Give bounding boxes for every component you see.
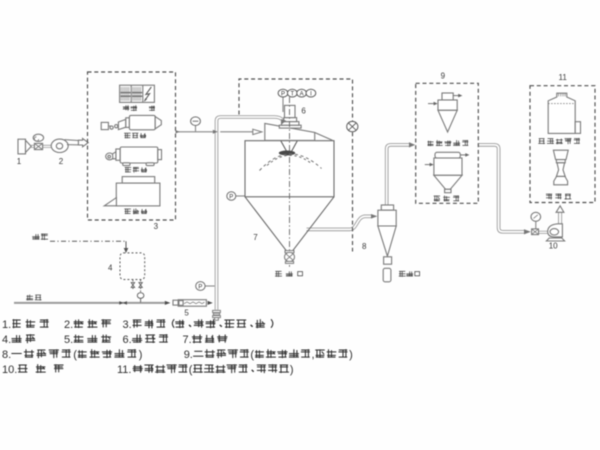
svg-text:): ) (139, 349, 143, 361)
svg-text:8: 8 (362, 242, 367, 251)
svg-text:(: ( (73, 349, 77, 361)
svg-text:10.: 10. (2, 364, 17, 376)
svg-text:1: 1 (17, 157, 22, 166)
svg-text:5.: 5. (64, 334, 73, 346)
svg-text:7.: 7. (183, 334, 192, 346)
svg-text:6: 6 (301, 107, 306, 116)
svg-text:10: 10 (549, 242, 558, 251)
svg-text:7: 7 (253, 233, 258, 242)
svg-text:A: A (300, 91, 304, 97)
svg-text:T: T (290, 91, 294, 97)
svg-text:2.: 2. (64, 319, 73, 331)
svg-text:3.: 3. (123, 319, 132, 331)
svg-text:4: 4 (108, 264, 113, 273)
svg-text:8.: 8. (2, 349, 11, 361)
svg-text:9.: 9. (184, 349, 193, 361)
svg-text:11: 11 (559, 73, 568, 82)
svg-text:P: P (229, 194, 233, 200)
svg-text:4.: 4. (2, 334, 11, 346)
svg-text:(: ( (250, 349, 254, 361)
svg-text:): ) (349, 349, 353, 361)
svg-text:11.: 11. (117, 364, 131, 376)
svg-text:P: P (281, 91, 285, 97)
svg-text:,: , (312, 349, 315, 361)
svg-text:3: 3 (154, 222, 159, 231)
svg-text:I: I (310, 91, 312, 97)
svg-text:2: 2 (59, 157, 64, 166)
svg-text:(: ( (189, 364, 193, 376)
svg-text:6.: 6. (123, 334, 132, 346)
svg-text:5: 5 (184, 308, 189, 317)
svg-text:): ) (290, 364, 294, 376)
svg-text:1.: 1. (2, 319, 11, 331)
svg-text:9: 9 (441, 71, 446, 80)
svg-text:P: P (198, 284, 202, 290)
